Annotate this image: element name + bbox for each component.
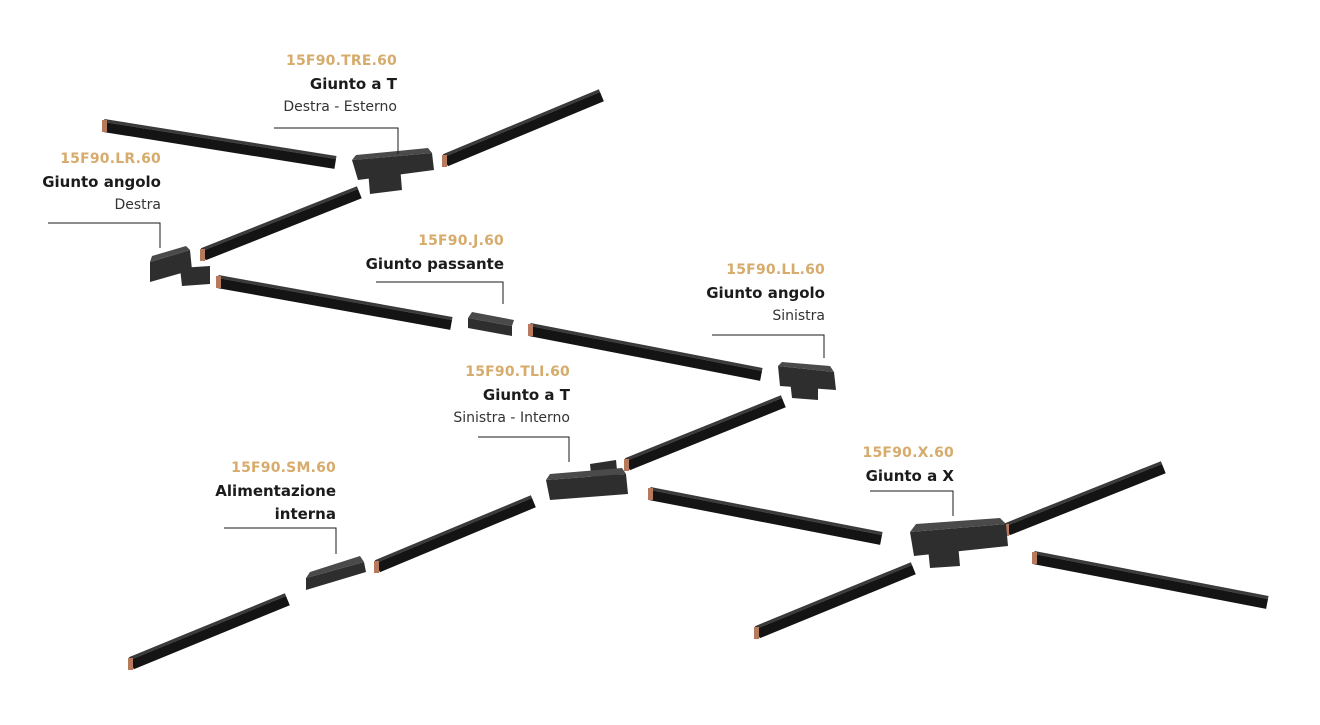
rail-upper-left (102, 119, 337, 169)
rail-x-left-end (648, 488, 653, 500)
rail-upper-diagonal-end (200, 249, 205, 261)
leader-lr (48, 222, 161, 248)
rail-upper-right-end (442, 155, 447, 167)
label-tli: 15F90.TLI.60 Giunto a T Sinistra - Inter… (400, 361, 570, 430)
rail-x-right-end (1032, 552, 1037, 564)
name-j: Giunto passante (365, 255, 504, 273)
rail-middle-left (216, 275, 453, 330)
rail-middle-left-end (216, 276, 221, 288)
rail-x-upper-right (1004, 461, 1166, 536)
code-j: 15F90.J.60 (418, 233, 504, 249)
label-sm: 15F90.SM.60 Alimentazione interna (190, 457, 336, 526)
t-joint-tre (352, 148, 434, 194)
rail-lower-diagonal-end (374, 561, 379, 573)
code-ll: 15F90.LL.60 (726, 262, 825, 278)
name-tli: Giunto a T (482, 386, 570, 404)
rail-upper-left-end (102, 120, 107, 132)
rail-x-left (648, 487, 883, 545)
label-ll: 15F90.LL.60 Giunto angolo Sinistra (680, 259, 825, 328)
rail-upper-right (442, 89, 604, 167)
leader-x (870, 490, 954, 516)
name-sm: Alimentazione (215, 482, 336, 500)
name-x: Giunto a X (865, 467, 954, 485)
code-lr: 15F90.LR.60 (60, 151, 161, 167)
sub-tre: Destra - Esterno (283, 99, 397, 115)
name-tre: Giunto a T (309, 75, 397, 93)
rail-lower-diagonal (374, 495, 536, 573)
leader-tli (478, 436, 570, 462)
leader-j (376, 281, 504, 304)
code-tre: 15F90.TRE.60 (286, 53, 397, 69)
x-joint (910, 518, 1008, 568)
rail-x-lower-left (754, 562, 916, 639)
label-tre: 15F90.TRE.60 Giunto a T Destra - Esterno (240, 50, 397, 119)
name2-sm: interna (274, 505, 336, 523)
name-lr: Giunto angolo (42, 173, 161, 191)
connectors (150, 148, 1008, 590)
track-rails (102, 89, 1269, 670)
leader-lines (48, 127, 954, 554)
sub-lr: Destra (114, 197, 161, 213)
straight-joint-j (468, 312, 514, 336)
code-tli: 15F90.TLI.60 (465, 364, 570, 380)
sub-tli: Sinistra - Interno (453, 410, 570, 426)
code-x: 15F90.X.60 (862, 445, 954, 461)
rail-x-lower-left-end (754, 627, 759, 639)
rail-x-right (1032, 551, 1269, 609)
leader-tre (274, 127, 399, 154)
label-lr: 15F90.LR.60 Giunto angolo Destra (20, 148, 161, 217)
corner-joint-lr (150, 246, 210, 286)
power-feed-sm (306, 556, 366, 590)
rail-middle-diagonal (624, 395, 786, 471)
t-joint-tli (546, 460, 628, 500)
name-ll: Giunto angolo (706, 284, 825, 302)
rail-middle-diagonal-end (624, 459, 629, 471)
rail-middle-right-end (528, 324, 533, 336)
label-j: 15F90.J.60 Giunto passante (340, 230, 504, 276)
code-sm: 15F90.SM.60 (231, 460, 336, 476)
rail-bottom-left (128, 593, 290, 670)
rail-upper-diagonal (200, 186, 362, 261)
label-x: 15F90.X.60 Giunto a X (830, 442, 954, 488)
leader-sm (224, 527, 337, 554)
corner-joint-ll (778, 362, 836, 400)
leader-ll (712, 334, 825, 358)
rail-bottom-left-end (128, 658, 133, 670)
sub-ll: Sinistra (772, 308, 825, 324)
rail-middle-right (528, 323, 763, 381)
